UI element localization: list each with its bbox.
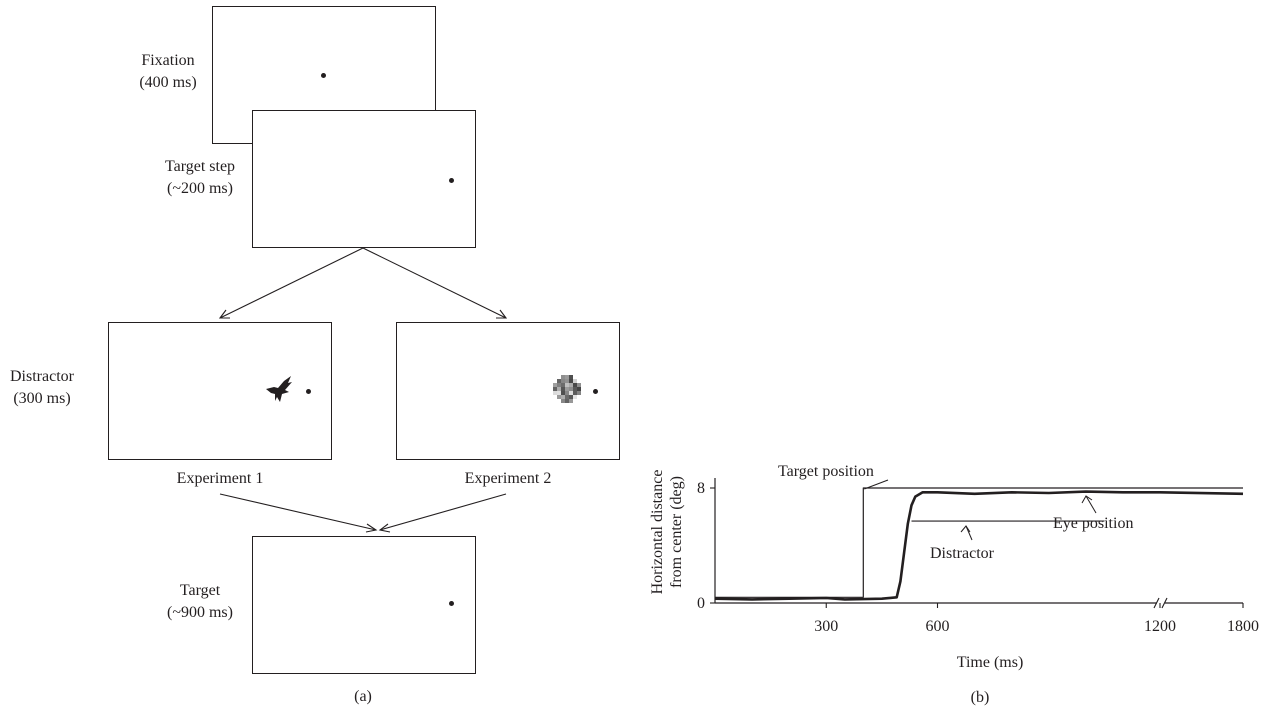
noise-pixel xyxy=(557,395,561,399)
target-dot xyxy=(449,601,454,606)
arrow-from-experiment-1 xyxy=(219,493,377,531)
target-position-line xyxy=(715,487,1243,598)
noise-pixel xyxy=(573,379,577,383)
noise-pixel xyxy=(561,379,565,383)
x-tick-label: 300 xyxy=(814,618,838,635)
arrow-to-experiment-1 xyxy=(219,247,364,319)
noise-pixel xyxy=(557,387,561,391)
y-tick-label: 8 xyxy=(697,480,705,497)
noise-pixel xyxy=(557,391,561,395)
target-step-duration: (~200 ms) xyxy=(167,180,233,197)
fixation-label: Fixation (400 ms) xyxy=(128,50,208,94)
distractor-label: Distractor (300 ms) xyxy=(2,366,82,410)
noise-pixel xyxy=(573,395,577,399)
noise-pixel xyxy=(573,391,577,395)
arrow-from-experiment-2-head xyxy=(378,523,391,533)
noise-pixel xyxy=(569,387,573,391)
experiment-2-target-dot xyxy=(593,389,598,394)
noise-pixel xyxy=(553,383,557,387)
bird-distractor-icon xyxy=(266,376,292,402)
noise-pixel xyxy=(561,387,565,391)
noise-pixel xyxy=(565,375,569,379)
arrow-to-experiment-1-head xyxy=(218,309,230,319)
distractor-title: Distractor xyxy=(10,368,74,385)
noise-pixel xyxy=(561,399,565,403)
flow-arrows xyxy=(218,247,508,533)
noise-pixel xyxy=(557,379,561,383)
target-screen xyxy=(252,536,476,674)
noise-pixel xyxy=(557,383,561,387)
distractor-screen-experiment-1 xyxy=(108,322,332,460)
arrow-from-experiment-2 xyxy=(379,493,507,531)
experiment-1-target-dot xyxy=(306,389,311,394)
axis-break-mark xyxy=(1153,597,1160,609)
noise-pixel xyxy=(565,379,569,383)
noise-pixel xyxy=(565,387,569,391)
distractor-screen-experiment-2 xyxy=(396,322,620,460)
noise-pixel xyxy=(565,383,569,387)
target-label: Target (~900 ms) xyxy=(150,580,250,624)
arrow-from-experiment-1-head xyxy=(365,523,378,533)
eye-position-pointer xyxy=(1085,495,1097,514)
noise-pixel xyxy=(569,391,573,395)
eye-position-chart: Horizontal distance from center (deg) Ti… xyxy=(649,463,1259,706)
target-step-title: Target step xyxy=(164,158,236,175)
noise-pixel xyxy=(577,387,581,391)
x-tick-label: 1800 xyxy=(1227,618,1259,635)
noise-pixel xyxy=(569,379,573,383)
panel-a-caption: (a) xyxy=(354,688,372,705)
panel-b-caption: (b) xyxy=(971,689,990,706)
noise-pixel xyxy=(577,383,581,387)
eye-position-arrowhead xyxy=(1081,495,1093,504)
chart-ylabel-line2: from center (deg) xyxy=(668,476,685,588)
noise-pixel xyxy=(569,375,573,379)
target-position-annotation: Target position xyxy=(778,463,874,480)
experiment-2-label: Experiment 2 xyxy=(464,470,552,487)
noise-patch-distractor-icon xyxy=(553,375,581,403)
distractor-duration: (300 ms) xyxy=(13,390,71,407)
x-tick-label: 600 xyxy=(926,618,950,635)
chart-ylabel-line1: Horizontal distance xyxy=(649,470,666,595)
noise-pixel xyxy=(573,387,577,391)
x-tick-label: 1200 xyxy=(1144,618,1176,635)
eye-position-line xyxy=(714,490,1244,601)
noise-pixel xyxy=(553,391,557,395)
y-tick-label: 0 xyxy=(697,595,705,612)
noise-pixel xyxy=(565,395,569,399)
noise-pixel xyxy=(565,399,569,403)
noise-pixel xyxy=(561,375,565,379)
noise-pixel xyxy=(573,383,577,387)
target-title: Target xyxy=(179,582,221,599)
target-position-pointer xyxy=(864,479,889,490)
noise-pixel xyxy=(561,391,565,395)
target-step-dot xyxy=(449,178,454,183)
eye-position-annotation: Eye position xyxy=(1053,515,1133,532)
target-duration: (~900 ms) xyxy=(167,604,233,621)
noise-pixel xyxy=(561,395,565,399)
noise-pixel xyxy=(553,387,557,391)
noise-pixel xyxy=(569,383,573,387)
fixation-title: Fixation xyxy=(141,52,195,69)
chart-xlabel: Time (ms) xyxy=(957,654,1024,671)
noise-pixel xyxy=(561,383,565,387)
noise-pixel xyxy=(565,391,569,395)
experiment-1-label: Experiment 1 xyxy=(176,470,264,487)
fixation-dot xyxy=(321,73,326,78)
distractor-arrowhead xyxy=(960,525,971,533)
arrow-to-experiment-2 xyxy=(362,247,507,319)
target-step-screen xyxy=(252,110,476,248)
distractor-annotation: Distractor xyxy=(930,545,995,562)
noise-pixel xyxy=(577,391,581,395)
axis-break-mark xyxy=(1161,597,1168,609)
target-step-label: Target step (~200 ms) xyxy=(150,156,250,200)
noise-pixel xyxy=(569,399,573,403)
plot-area: 0 8 300 600 1200 1800 xyxy=(697,478,1259,635)
fixation-duration: (400 ms) xyxy=(139,74,197,91)
arrow-to-experiment-2-head xyxy=(496,309,508,319)
noise-pixel xyxy=(569,395,573,399)
